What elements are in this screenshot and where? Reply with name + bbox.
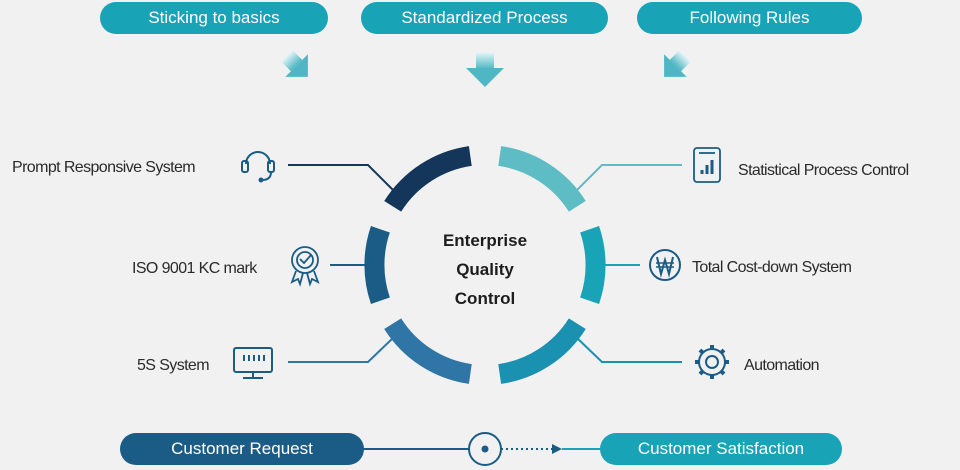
ring-arc-top-left xyxy=(384,146,473,212)
monitor-icon xyxy=(233,347,273,379)
connector-spc xyxy=(574,164,682,193)
ring-arc-bottom-right xyxy=(497,318,586,384)
center-line-2: Quality xyxy=(456,260,514,279)
arrow-down-center xyxy=(466,52,504,87)
arrow-down-right xyxy=(664,50,691,77)
won-coin-icon xyxy=(649,249,681,281)
pill-customer-satisfaction: Customer Satisfaction xyxy=(600,433,842,465)
flow-line xyxy=(360,432,602,466)
ring-arc-top-right xyxy=(497,146,586,212)
label-total-cost-down-system: Total Cost-down System xyxy=(692,259,852,276)
headset-icon xyxy=(241,151,275,183)
certification-badge-icon xyxy=(290,246,320,287)
label-iso-9001-kc-mark: ISO 9001 KC mark xyxy=(132,260,257,277)
label-prompt-responsive-system: Prompt Responsive System xyxy=(12,159,196,176)
ring-arc-right xyxy=(580,226,606,304)
label-statistical-process-control: Statistical Process Control xyxy=(738,162,909,179)
label-automation: Automation xyxy=(744,357,820,374)
ring-arc-left xyxy=(364,226,390,304)
connector-5s xyxy=(288,337,394,363)
pill-customer-request: Customer Request xyxy=(120,433,364,465)
center-line-1: Enterprise xyxy=(442,231,528,250)
pill-following-rules: Following Rules xyxy=(637,2,862,34)
pill-standardized-process: Standardized Process xyxy=(361,2,608,34)
pill-sticking-to-basics: Sticking to basics xyxy=(100,2,328,34)
label-5s-system: 5S System xyxy=(137,357,210,374)
center-title: Enterprise Quality Control xyxy=(405,226,565,313)
arrow-down-left xyxy=(281,50,308,77)
gear-icon xyxy=(695,345,729,379)
connector-automation xyxy=(576,337,682,363)
connector-prompt xyxy=(288,164,396,193)
tablet-chart-icon xyxy=(693,147,721,183)
ring-arc-bottom-left xyxy=(384,318,473,384)
center-line-3: Control xyxy=(454,289,516,308)
